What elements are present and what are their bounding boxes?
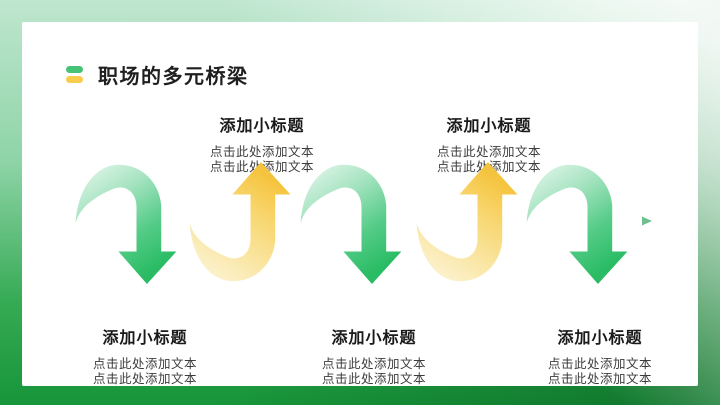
text-block-bottom-1: 添加小标题 点击此处添加文本 点击此处添加文本 — [57, 324, 233, 386]
placeholder-line: 点击此处添加文本 — [547, 357, 652, 371]
text-block-top-2: 添加小标题 点击此处添加文本 点击此处添加文本 — [401, 112, 577, 174]
green-bar-icon — [66, 66, 83, 73]
placeholder-line: 点击此处添加文本 — [436, 159, 541, 174]
placeholder-line: 点击此处添加文本 — [92, 371, 197, 386]
slide-title: 职场的多元桥梁 — [98, 66, 249, 88]
placeholder-line: 点击此处添加文本 — [209, 159, 314, 174]
title-row: 职场的多元桥梁 — [66, 60, 249, 89]
text-block-bottom-3: 添加小标题 点击此处添加文本 点击此处添加文本 — [512, 324, 688, 386]
placeholder-line: 点击此处添加文本 — [547, 371, 652, 386]
placeholder-line: 点击此处添加文本 — [321, 357, 426, 371]
title-bullet-bars-icon — [66, 66, 83, 83]
subtitle-heading: 添加小标题 — [557, 330, 643, 347]
subtitle-heading: 添加小标题 — [331, 330, 417, 347]
placeholder-line: 点击此处添加文本 — [436, 145, 541, 159]
placeholder-line: 点击此处添加文本 — [321, 371, 426, 386]
subtitle-heading: 添加小标题 — [446, 118, 532, 135]
subtitle-heading: 添加小标题 — [219, 118, 305, 135]
placeholder-line: 点击此处添加文本 — [209, 145, 314, 159]
text-block-top-1: 添加小标题 点击此处添加文本 点击此处添加文本 — [174, 112, 350, 174]
yellow-bar-icon — [66, 76, 83, 83]
subtitle-heading: 添加小标题 — [102, 330, 188, 347]
slide-card: 职场的多元桥梁 添加小标题 点击此处添加文本 点击此处添加文本 添加小标题 点击… — [22, 22, 698, 386]
placeholder-line: 点击此处添加文本 — [92, 357, 197, 371]
text-block-bottom-2: 添加小标题 点击此处添加文本 点击此处添加文本 — [286, 324, 462, 386]
